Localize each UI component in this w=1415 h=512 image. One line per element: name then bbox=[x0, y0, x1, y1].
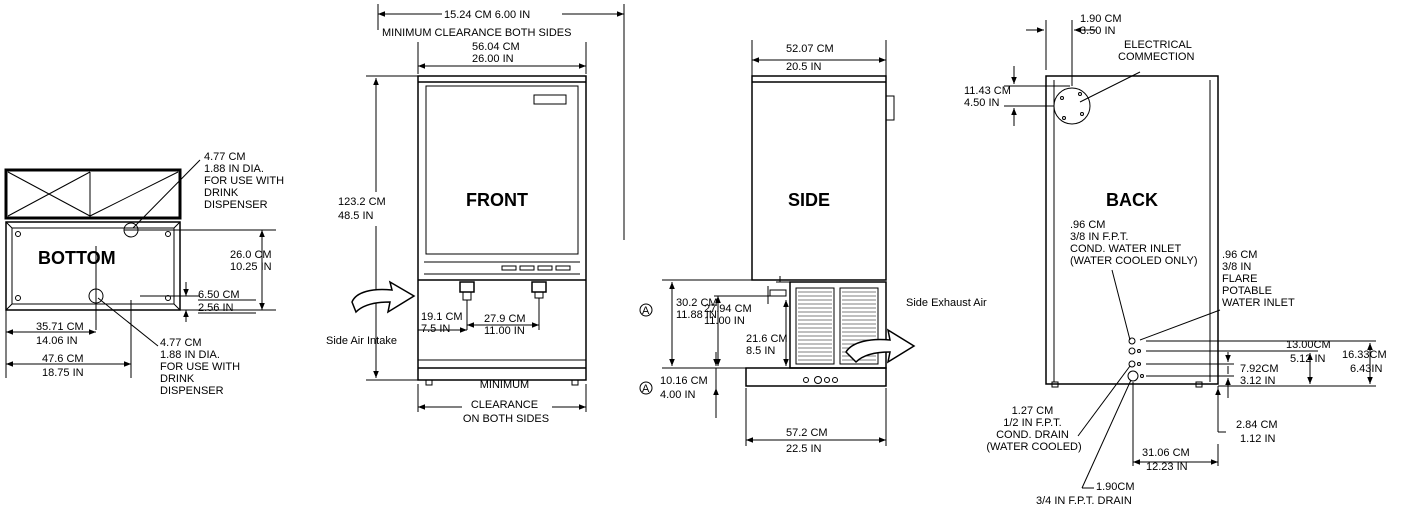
back-drain-label: 1.90CM 3/4 IN F.P.T. DRAIN bbox=[1036, 481, 1138, 507]
back-view-title: BACK bbox=[1106, 190, 1158, 210]
side-exhaust-grille bbox=[789, 281, 887, 369]
side-marker-a1: A bbox=[642, 305, 650, 317]
front-height-dim: 123.2 CM 48.5 IN bbox=[338, 196, 389, 222]
side-view: 52.07 CM 20.5 IN A 30.2 CM 11.88 IN 27.9… bbox=[639, 40, 987, 455]
front-view-title: FRONT bbox=[466, 190, 528, 210]
main-drain bbox=[1127, 370, 1139, 382]
front-dim-279: 27.9 CM 11.00 IN bbox=[484, 313, 529, 337]
back-dim-3106: 31.06 CM 12.23 IN bbox=[1142, 447, 1193, 473]
side-air-intake-arrow bbox=[351, 280, 416, 314]
front-view: 15.24 CM 6.00 IN MINIMUM CLEARANCE BOTH … bbox=[326, 4, 625, 425]
bottom-dim-26: 26.0 CM 10.25 IN bbox=[230, 249, 275, 273]
back-dim-284: 2.84 CM 1.12 IN bbox=[1236, 419, 1281, 445]
cond-water-inlet bbox=[1128, 347, 1136, 355]
bottom-view: BOTTOM 4.77 CM 1.88 IN DIA. FOR USE WITH… bbox=[4, 151, 287, 397]
back-electrical-label: ELECTRICAL COMMECTION bbox=[1118, 39, 1195, 63]
front-dim-191: 19.1 CM 7.5 IN bbox=[421, 311, 466, 335]
front-top-clearance-note: MINIMUM CLEARANCE BOTH SIDES bbox=[382, 27, 571, 39]
back-dim-1633: 16.33CM 6.43IN bbox=[1342, 349, 1390, 375]
back-dim-1143: 11.43 CM 4.50 IN bbox=[964, 85, 1014, 109]
bottom-top-panel bbox=[4, 168, 182, 220]
side-base bbox=[745, 367, 887, 387]
bottom-hole-top-label: 4.77 CM 1.88 IN DIA. FOR USE WITH DRINK … bbox=[204, 151, 287, 211]
front-top-clearance: 15.24 CM 6.00 IN bbox=[444, 9, 530, 21]
front-width-dim: 56.04 CM 26.00 IN bbox=[472, 41, 523, 65]
back-dim-190: 1.90 CM 3.50 IN bbox=[1080, 13, 1125, 37]
bottom-view-title: BOTTOM bbox=[38, 248, 116, 268]
bottom-dim-650: 6.50 CM 2.56 IN bbox=[198, 289, 243, 314]
front-nozzle-right bbox=[531, 281, 547, 293]
side-dim-2794: 27.94 CM 11.00 IN bbox=[704, 303, 755, 327]
front-nozzle-left bbox=[459, 281, 475, 293]
potable-water-inlet bbox=[1128, 337, 1136, 345]
side-dim-216: 21.6 CM 8.5 IN bbox=[746, 333, 791, 357]
side-exhaust-label: Side Exhaust Air bbox=[906, 297, 987, 309]
back-view: 1.90 CM 3.50 IN ELECTRICAL COMMECTION 11… bbox=[964, 13, 1390, 507]
front-bottom-clearance: MINIMUM CLEARANCE ON BOTH SIDES bbox=[463, 379, 549, 425]
side-dim-572: 57.2 CM 22.5 IN bbox=[786, 427, 831, 455]
side-marker-a2: A bbox=[642, 383, 650, 395]
side-view-title: SIDE bbox=[788, 190, 830, 210]
side-width-dim: 52.07 CM 20.5 IN bbox=[786, 43, 837, 73]
back-potable-inlet-label: .96 CM 3/8 IN FLARE POTABLE WATER INLET bbox=[1222, 249, 1295, 309]
bottom-dim-3571: 35.71 CM 14.06 IN bbox=[36, 321, 87, 347]
cond-drain bbox=[1128, 360, 1136, 368]
side-dim-302: 30.2 CM 11.88 IN bbox=[676, 297, 721, 321]
back-cond-drain-label: 1.27 CM 1/2 IN F.P.T. COND. DRAIN (WATER… bbox=[986, 405, 1081, 453]
bottom-dim-476: 47.6 CM 18.75 IN bbox=[42, 353, 87, 379]
side-exhaust-arrow bbox=[845, 328, 916, 364]
back-cond-inlet-label: .96 CM 3/8 IN F.P.T. COND. WATER INLET (… bbox=[1070, 219, 1198, 267]
bottom-panel bbox=[5, 221, 181, 311]
front-cabinet bbox=[417, 75, 587, 381]
side-cabinet bbox=[751, 75, 887, 281]
side-air-intake-label: Side Air Intake bbox=[326, 335, 397, 347]
back-dim-792: 7.92CM 3.12 IN bbox=[1240, 363, 1282, 387]
bottom-hole-bottom-label: 4.77 CM 1.88 IN DIA. FOR USE WITH DRINK … bbox=[160, 337, 243, 397]
electrical-connection-port bbox=[1053, 87, 1091, 125]
front-door bbox=[425, 85, 579, 255]
side-dim-1016: 10.16 CM 4.00 IN bbox=[660, 375, 711, 401]
back-dim-1300: 13.00CM 5.12 IN bbox=[1286, 339, 1334, 365]
